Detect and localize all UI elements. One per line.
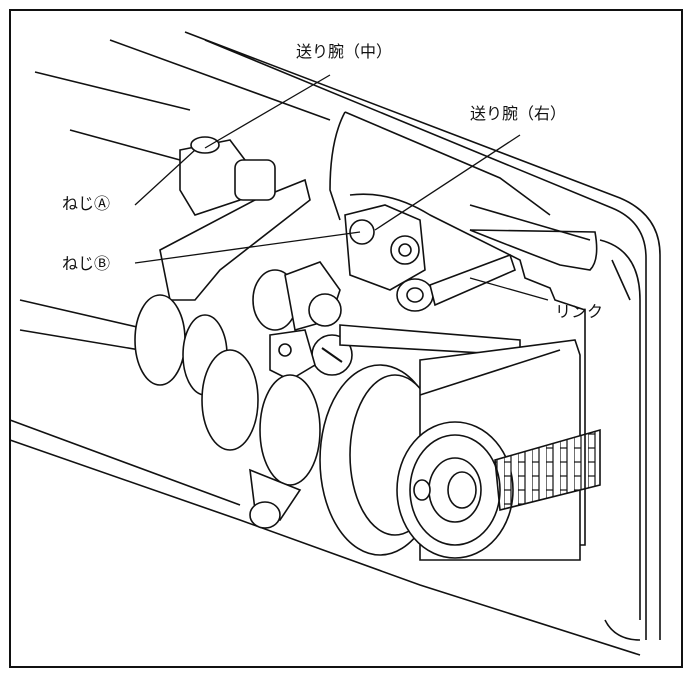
label-feed-arm-middle: 送り腕（中） — [296, 42, 393, 61]
casing — [9, 31, 661, 656]
feed-arm-middle-part — [159, 136, 311, 301]
label-screw-b: ねじⒷ — [62, 254, 111, 273]
label-screw-a: ねじⒶ — [62, 194, 111, 213]
pulley-assembly — [319, 339, 601, 561]
cutout-edge — [349, 193, 586, 551]
label-link: リンク — [555, 302, 604, 321]
leader-lines — [134, 74, 549, 301]
feed-arm-right-part — [344, 204, 434, 312]
link-part — [429, 253, 516, 307]
label-feed-arm-right: 送り腕（右） — [470, 104, 567, 123]
shaft-assembly — [134, 261, 521, 529]
